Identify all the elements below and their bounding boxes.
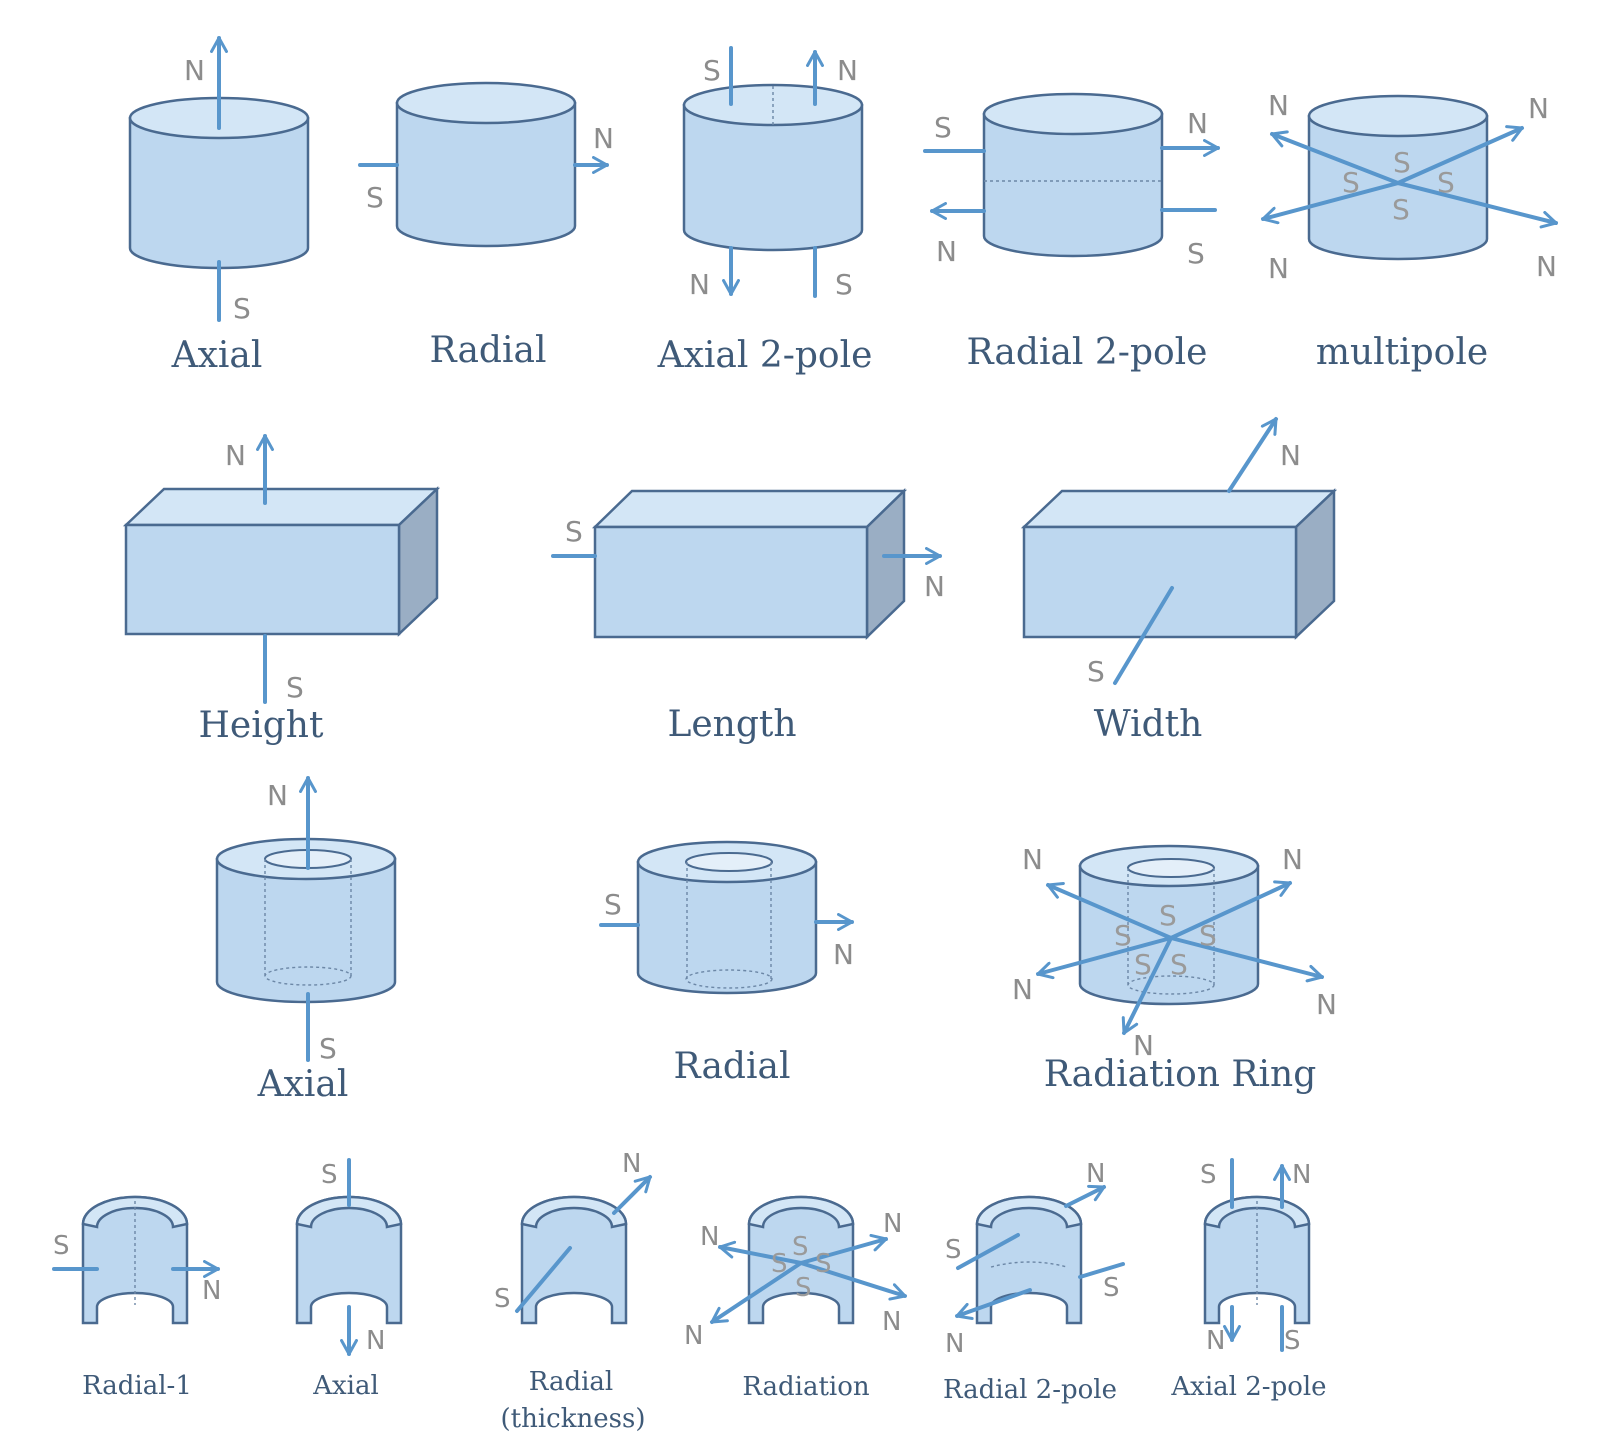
arc-radial-2-pole: S S N N Radial 2-pole	[943, 1159, 1125, 1405]
pole-south: S	[1134, 948, 1152, 981]
pole-south: S	[1114, 919, 1132, 952]
pole-north: N	[593, 122, 614, 155]
block-width: N S Width	[1020, 417, 1338, 745]
pole-south: S	[1393, 146, 1411, 179]
pole-north: N	[945, 1329, 964, 1359]
pole-north: N	[833, 938, 854, 971]
label-ring-axial: Axial	[257, 1064, 349, 1105]
pole-north: N	[1280, 439, 1301, 472]
pole-south: S	[771, 1249, 788, 1279]
ring-axial: N S Axial	[215, 776, 397, 1105]
pole-south: S	[604, 888, 622, 921]
pole-south: S	[1187, 237, 1205, 270]
pole-north: N	[1086, 1159, 1105, 1189]
pole-south: S	[321, 1160, 338, 1190]
label-cylinder-axial-2-pole: Axial 2-pole	[657, 335, 873, 376]
pole-north: N	[1282, 843, 1303, 876]
pole-north: N	[883, 1209, 902, 1239]
pole-south: S	[1284, 1326, 1301, 1356]
pole-south: S	[494, 1284, 511, 1314]
label-arc-radial: Radial	[529, 1367, 613, 1397]
pole-south: S	[835, 268, 853, 301]
arc-radial-thickness: S N Radial (thickness)	[494, 1149, 652, 1434]
pole-south: S	[53, 1231, 70, 1261]
pole-north: N	[1528, 92, 1549, 125]
pole-south: S	[815, 1249, 832, 1279]
ring-radial: S N Radial	[599, 840, 854, 1087]
pole-south: S	[1200, 1160, 1217, 1190]
pole-north: N	[1268, 89, 1289, 122]
cylinder-axial: N S Axial	[128, 36, 310, 376]
pole-south: S	[934, 111, 952, 144]
arc-axial-2-pole: S N N S Axial 2-pole	[1170, 1158, 1327, 1402]
pole-north: N	[1133, 1029, 1154, 1062]
cylinder-axial-2-pole: S N N S Axial 2-pole	[657, 46, 873, 376]
pole-south: S	[1170, 948, 1188, 981]
pole-north: N	[1022, 843, 1043, 876]
block-height: N S Height	[122, 434, 441, 746]
label-block-length: Length	[667, 704, 796, 745]
pole-north: N	[184, 54, 205, 87]
pole-south: S	[1392, 193, 1410, 226]
pole-north: N	[700, 1222, 719, 1252]
pole-south: S	[286, 671, 304, 704]
label-arc-radial-1: Radial-1	[82, 1371, 192, 1401]
ring-radiation: S S S S S N N N N N Radiation Ring	[1012, 843, 1337, 1095]
pole-north: N	[225, 439, 246, 472]
pole-south: S	[233, 292, 251, 325]
label-arc-radiation: Radiation	[742, 1372, 870, 1402]
pole-north: N	[684, 1321, 703, 1351]
label-ring-radial: Radial	[674, 1046, 791, 1087]
pole-north: N	[267, 779, 288, 812]
pole-north: N	[689, 268, 710, 301]
pole-north: N	[366, 1326, 385, 1356]
pole-south: S	[1199, 919, 1217, 952]
pole-north: N	[837, 54, 858, 87]
arc-axial: S N Axial	[295, 1158, 403, 1401]
label-cylinder-radial: Radial	[430, 330, 547, 371]
pole-south: S	[1342, 166, 1360, 199]
label-ring-radiation: Radiation Ring	[1044, 1054, 1317, 1095]
label-block-width: Width	[1094, 704, 1203, 745]
block-length: S N Length	[551, 488, 945, 745]
pole-north: N	[882, 1307, 901, 1337]
label-arc-radial-2-pole: Radial 2-pole	[943, 1375, 1117, 1405]
cylinder-multipole: S S S S N N N N multipole	[1261, 89, 1558, 373]
pole-south: S	[565, 515, 583, 548]
pole-north: N	[622, 1149, 641, 1179]
pole-north: N	[202, 1276, 221, 1306]
pole-north: N	[936, 235, 957, 268]
arc-radial-1: S N Radial-1	[52, 1195, 221, 1401]
pole-south: S	[703, 54, 721, 87]
label-arc-axial: Axial	[312, 1371, 379, 1401]
pole-south: S	[1437, 166, 1455, 199]
pole-south: S	[1159, 899, 1177, 932]
label-cylinder-multipole: multipole	[1316, 332, 1488, 373]
pole-south: S	[795, 1273, 812, 1303]
pole-south: S	[792, 1232, 809, 1262]
label-cylinder-axial: Axial	[171, 335, 263, 376]
pole-north: N	[1268, 252, 1289, 285]
arc-radiation: S S S S N N N N Radiation	[684, 1195, 907, 1402]
pole-north: N	[924, 570, 945, 603]
pole-south: S	[945, 1235, 962, 1265]
label-arc-thickness: (thickness)	[501, 1404, 646, 1434]
pole-north: N	[1012, 973, 1033, 1006]
pole-north: N	[1536, 250, 1557, 283]
pole-south: S	[319, 1032, 337, 1065]
pole-south: S	[1087, 655, 1105, 688]
pole-north: N	[1316, 988, 1337, 1021]
pole-north: N	[1292, 1160, 1311, 1190]
pole-north: N	[1206, 1326, 1225, 1356]
pole-south: S	[1103, 1273, 1120, 1303]
pole-south: S	[366, 181, 384, 214]
pole-north: N	[1187, 107, 1208, 140]
cylinder-radial: S N Radial	[358, 81, 614, 371]
label-cylinder-radial-2-pole: Radial 2-pole	[967, 332, 1208, 373]
label-arc-axial-2-pole: Axial 2-pole	[1170, 1372, 1326, 1402]
cylinder-radial-2-pole: S N N S Radial 2-pole	[923, 92, 1220, 373]
label-block-height: Height	[199, 705, 324, 746]
